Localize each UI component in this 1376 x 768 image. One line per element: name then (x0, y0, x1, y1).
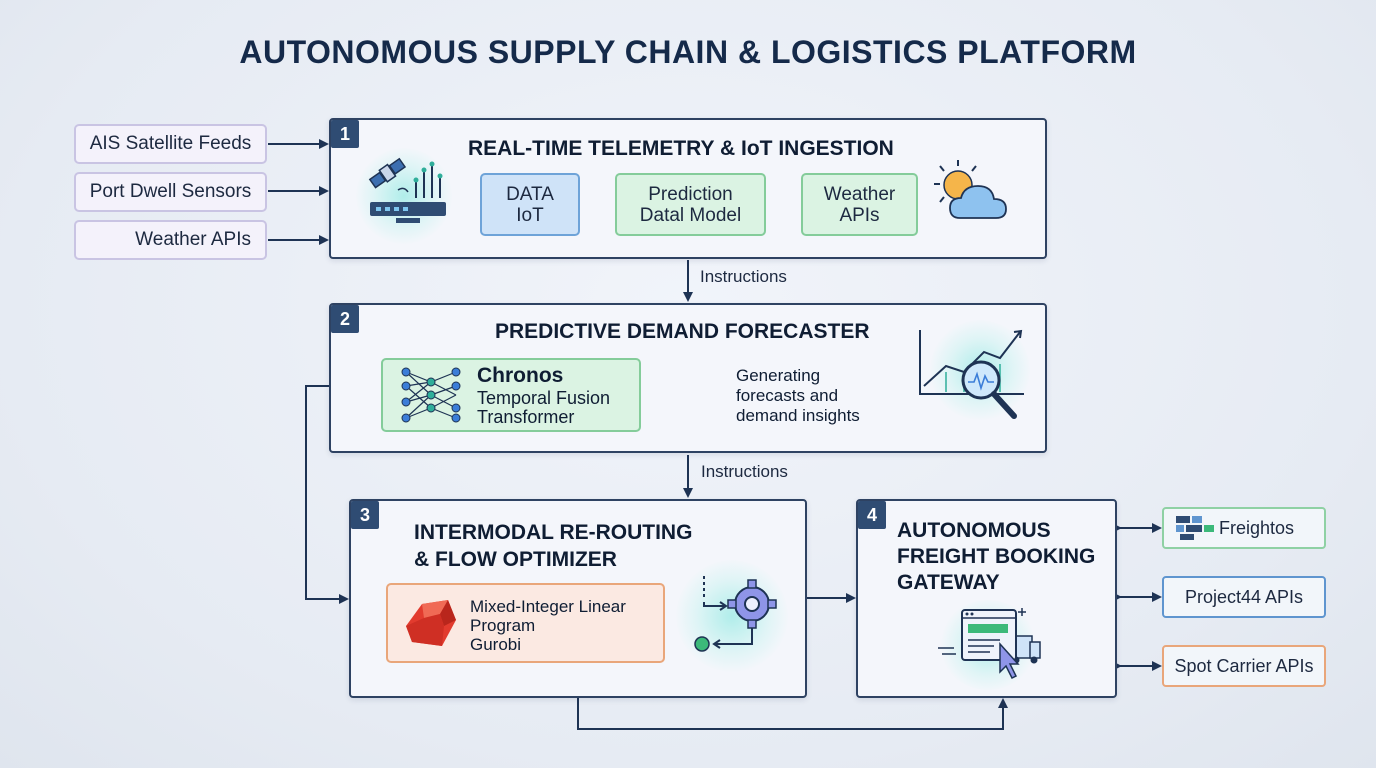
chip-data-iot: DATA IoT (480, 173, 580, 236)
chronos-title: Chronos (477, 364, 564, 387)
chip-prediction-line1: Prediction (648, 183, 733, 205)
chip-weather-line2: APIs (839, 204, 880, 226)
panel-1-title: REAL-TIME TELEMETRY & IoT INGESTION (468, 137, 894, 160)
panel-3-number: 3 (351, 501, 379, 529)
panel-3-title: INTERMODAL RE-ROUTING & FLOW OPTIMIZER (414, 519, 692, 573)
chronos-line3: Transformer (477, 407, 575, 427)
freightos-logo-icon (1176, 516, 1214, 540)
forecast-output-text: Generating forecasts and demand insights (736, 366, 860, 426)
satellite-glow (356, 148, 452, 244)
external-freightos-label: Freightos (1218, 517, 1294, 538)
page-title: AUTONOMOUS SUPPLY CHAIN & LOGISTICS PLAT… (239, 34, 1137, 70)
chip-weather-line1: Weather (823, 183, 896, 205)
chip-data-iot-line2: IoT (516, 204, 544, 226)
external-spot-carrier-apis: Spot Carrier APIs (1162, 645, 1326, 687)
chronos-model-box (381, 358, 641, 432)
panel-4-title-line3: GATEWAY (897, 571, 1000, 594)
neural-network-icon (401, 367, 461, 423)
sun-cloud-icon (934, 160, 1007, 219)
chip-data-iot-line1: DATA (506, 183, 554, 205)
gear-flow-icon (694, 576, 777, 652)
chart-magnifier-icon (919, 329, 1024, 419)
chip-prediction-model: Prediction Datal Model (615, 173, 766, 236)
satellite-icon (368, 157, 446, 223)
flow-label-instructions-1: Instructions (700, 267, 787, 286)
solver-line1: Mixed-Integer Linear (470, 597, 626, 616)
chronos-line2: Temporal Fusion (477, 388, 611, 408)
gear-glow (676, 560, 788, 672)
forecast-output-line3: demand insights (736, 406, 860, 425)
panel-3-title-line1: INTERMODAL RE-ROUTING (414, 521, 693, 544)
chip-weather-apis: Weather APIs (801, 173, 918, 236)
panel-4-title-line1: AUTONOMOUS (897, 519, 1051, 542)
booking-screen-icon (938, 608, 1041, 680)
panel-4-number: 4 (858, 501, 886, 529)
source-weather-apis: Weather APIs (74, 220, 267, 260)
panel-3-title-line2: & FLOW OPTIMIZER (414, 548, 617, 571)
forecast-output-line1: Generating (736, 366, 821, 385)
solver-line3: Gurobi (470, 635, 522, 654)
gurobi-logo-icon (406, 600, 456, 646)
panel-4-title: AUTONOMOUS FREIGHT BOOKING GATEWAY (897, 518, 1095, 596)
forecast-output-line2: forecasts and (736, 386, 839, 405)
panel-2-title: PREDICTIVE DEMAND FORECASTER (495, 320, 870, 343)
source-ais-satellite-feeds: AIS Satellite Feeds (74, 124, 267, 164)
source-port-dwell-sensors: Port Dwell Sensors (74, 172, 267, 212)
external-project44-apis: Project44 APIs (1162, 576, 1326, 618)
external-spot-carrier-label: Spot Carrier APIs (1174, 655, 1314, 676)
chip-prediction-line2: Datal Model (639, 204, 742, 226)
solver-line2: Program (470, 616, 536, 635)
arrow-optimizer-bottom-to-gateway (577, 698, 1008, 730)
panel-4-title-line2: FREIGHT BOOKING (897, 545, 1096, 568)
panel-1-number: 1 (331, 120, 359, 148)
panel-2-number: 2 (331, 305, 359, 333)
flow-label-instructions-2: Instructions (701, 462, 788, 481)
external-project44-label: Project44 APIs (1184, 586, 1304, 607)
solver-text: Mixed-Integer Linear Program Gurobi (470, 597, 626, 654)
